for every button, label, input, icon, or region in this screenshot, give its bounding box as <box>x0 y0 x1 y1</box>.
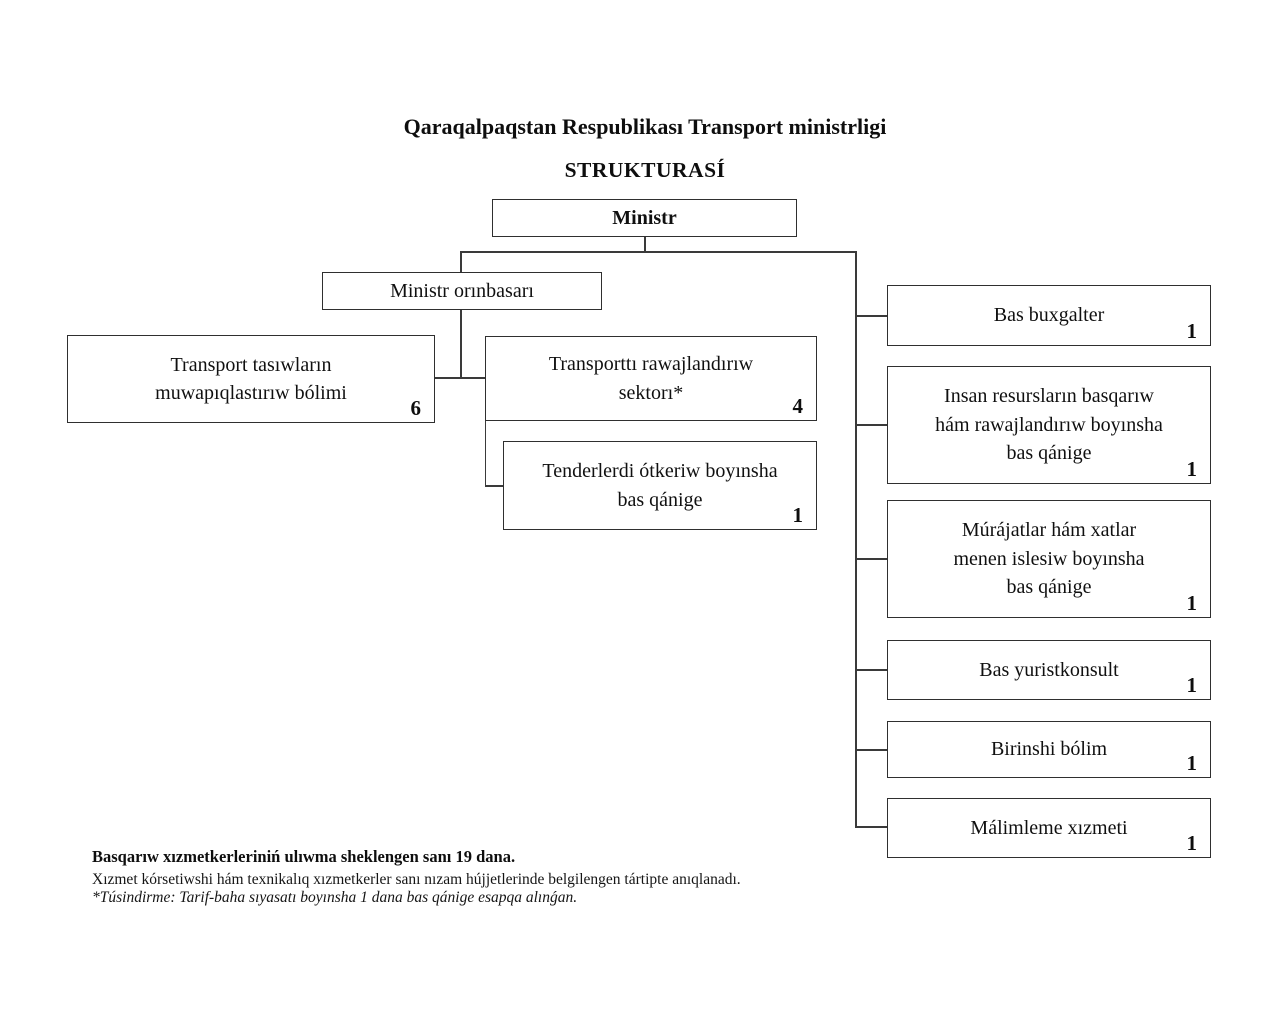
note-footnote: *Túsindirme: Tarif-baha sıyasatı boyınsh… <box>92 889 578 906</box>
node-malimleme-xizmeti: Málimleme xızmeti 1 <box>887 798 1211 858</box>
staff-count: 6 <box>410 396 422 420</box>
page-title: Qaraqalpaqstan Respublikası Transport mi… <box>403 114 887 139</box>
connector-main-horizontal <box>460 251 857 253</box>
node-label: Málimleme xızmeti <box>970 816 1128 839</box>
staff-count: 1 <box>792 503 804 527</box>
connector-stub-malimleme <box>855 826 888 828</box>
note-service-staff: Xızmet kórsetiwshi hám texnikalıq xızmet… <box>92 871 741 888</box>
connector-stub-bas-buxgalter <box>855 315 888 317</box>
connector-deputy-bottom <box>460 309 462 378</box>
node-label: Birinshi bólim <box>990 738 1108 761</box>
connector-left-branch <box>435 377 486 379</box>
node-deputy-label: Ministr orınbasarı <box>390 279 534 302</box>
connector-tender-vertical <box>484 420 486 486</box>
connector-tender-horizontal <box>484 485 505 487</box>
node-label: Bas buxgalter <box>993 304 1105 327</box>
note-total-staff: Basqarıw xızmetkerleriniń ulıwma sheklen… <box>92 847 516 866</box>
staff-count: 1 <box>1186 751 1198 775</box>
connector-root-vertical <box>644 237 646 252</box>
node-bas-yuristkonsult: Bas yuristkonsult 1 <box>887 640 1211 700</box>
staff-count: 1 <box>1186 831 1198 855</box>
node-bas-buxgalter: Bas buxgalter 1 <box>887 285 1211 346</box>
staff-count: 4 <box>792 394 804 418</box>
connector-deputy-top <box>460 251 462 273</box>
page-subtitle: STRUKTURASÍ <box>564 158 726 182</box>
node-ministr-label: Ministr <box>612 206 677 229</box>
node-ministr-orinbasari: Ministr orınbasarı <box>322 272 602 310</box>
node-birinshi-bolim: Birinshi bólim 1 <box>887 721 1211 778</box>
staff-count: 1 <box>1186 673 1198 697</box>
staff-count: 1 <box>1186 591 1198 615</box>
staff-count: 1 <box>1186 319 1198 343</box>
node-ministr: Ministr <box>492 199 797 237</box>
connector-stub-birinshi-bolim <box>855 749 888 751</box>
connector-stub-murajatlar <box>855 558 888 560</box>
connector-right-spine <box>855 251 857 827</box>
node-label: Bas yuristkonsult <box>979 658 1119 681</box>
connector-stub-insan-resurslar <box>855 424 888 426</box>
staff-count: 1 <box>1186 457 1198 481</box>
connector-stub-yuristkonsult <box>855 669 888 671</box>
